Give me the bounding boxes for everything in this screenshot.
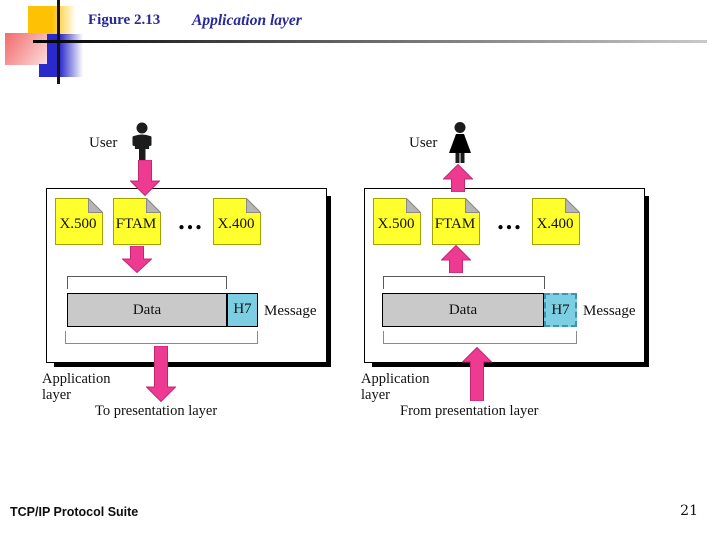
left-layer-label: Application layer bbox=[42, 371, 111, 403]
footer-book-title: TCP/IP Protocol Suite bbox=[10, 505, 139, 519]
page-number: 21 bbox=[680, 503, 698, 519]
left-arrow-user-to-protocol bbox=[130, 160, 160, 196]
right-arrow-protocol-to-user bbox=[443, 164, 473, 192]
right-layer-label: Application layer bbox=[361, 371, 430, 403]
female-user-icon bbox=[449, 122, 471, 163]
deco-blue-foot bbox=[39, 64, 49, 77]
right-protocol-label-ftam: FTAM bbox=[435, 216, 475, 232]
right-arrow-message-to-protocol bbox=[441, 245, 471, 273]
right-data-box: Data bbox=[382, 293, 544, 327]
left-data-box: Data bbox=[67, 293, 227, 327]
figure-title: Application layer bbox=[192, 12, 302, 29]
deco-red-square bbox=[5, 33, 47, 65]
right-h7-box: H7 bbox=[544, 293, 577, 327]
left-message-label: Message bbox=[264, 303, 317, 319]
left-arrow-to-presentation bbox=[146, 346, 176, 402]
right-protocol-label-x400: X.400 bbox=[536, 216, 573, 232]
male-user-icon bbox=[132, 122, 152, 163]
left-user-label: User bbox=[89, 135, 118, 151]
right-protocol-box-ftam: FTAM bbox=[432, 198, 480, 245]
right-protocol-box-x400: X.400 bbox=[532, 198, 580, 245]
left-message-bracket bbox=[65, 331, 258, 344]
right-protocol-label-x500: X.500 bbox=[377, 216, 414, 232]
left-data-bracket bbox=[67, 276, 227, 289]
left-protocol-label-ftam: FTAM bbox=[116, 216, 156, 232]
right-message-bracket bbox=[383, 331, 577, 344]
left-arrow-protocol-to-message bbox=[122, 246, 152, 273]
figure-label: Figure 2.13 bbox=[88, 12, 161, 28]
left-protocol-box-x500: X.500 bbox=[55, 198, 103, 245]
deco-yellow-square bbox=[28, 6, 76, 35]
left-protocol-label-x400: X.400 bbox=[217, 216, 254, 232]
left-direction-label: To presentation layer bbox=[95, 403, 218, 419]
right-user-label: User bbox=[409, 135, 438, 151]
right-ellipsis: ... bbox=[497, 206, 523, 235]
left-ellipsis: ... bbox=[178, 206, 204, 235]
left-h7-box: H7 bbox=[227, 293, 258, 327]
left-protocol-label-x500: X.500 bbox=[59, 216, 96, 232]
left-protocol-box-ftam: FTAM bbox=[113, 198, 161, 245]
title-rule bbox=[33, 40, 707, 43]
right-direction-label: From presentation layer bbox=[400, 403, 539, 419]
right-arrow-from-presentation bbox=[462, 347, 492, 401]
right-message-label: Message bbox=[583, 303, 636, 319]
left-protocol-box-x400: X.400 bbox=[213, 198, 261, 245]
right-data-bracket bbox=[383, 276, 545, 289]
right-protocol-box-x500: X.500 bbox=[373, 198, 421, 245]
